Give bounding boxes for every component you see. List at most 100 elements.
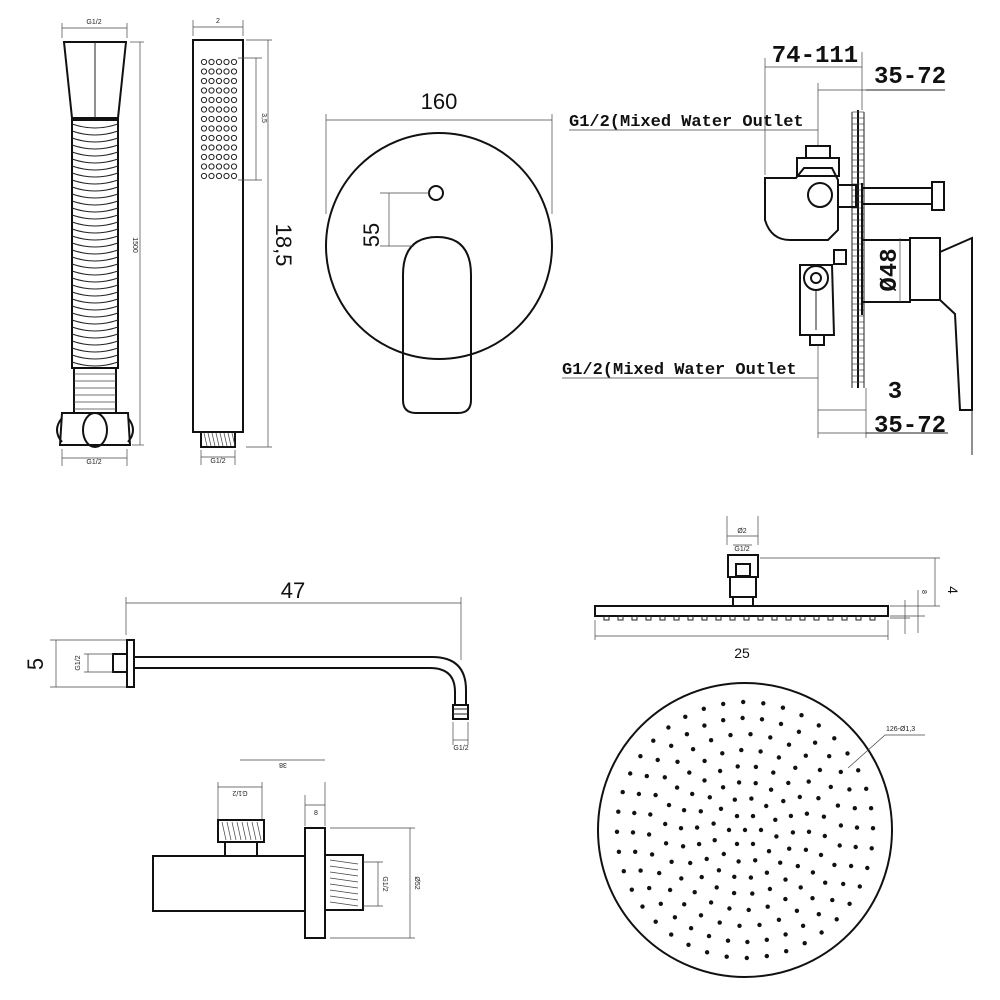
nozzle-dot [798, 885, 803, 890]
hose-coil [71, 242, 119, 248]
nozzle-dot [678, 826, 684, 831]
nozzle-dot [764, 937, 769, 942]
nozzle-dot [682, 902, 687, 907]
thread-line [241, 821, 247, 841]
nozzle-dot [847, 787, 852, 792]
shower-arm-drawing: 47 5 G1/2 G1/2 [23, 578, 469, 752]
nozzle-dot [727, 906, 732, 911]
valve-depth-range-label: 74-111 [772, 43, 858, 70]
nozzle-dot [644, 773, 649, 779]
nozzle-dot [721, 718, 726, 723]
hose-coil [71, 298, 119, 304]
thread-line [329, 871, 359, 877]
side-nozzle [785, 615, 792, 621]
nozzle-dot [620, 789, 625, 795]
nozzle-dot [717, 768, 723, 774]
hose-coil [71, 214, 119, 220]
nozzle-dot [711, 821, 716, 826]
side-nozzle [673, 615, 680, 621]
valve-bottom-outlet-label: G1/2(Mixed Water Outlet [562, 361, 797, 380]
hose-coil [71, 361, 119, 367]
thread-line [219, 432, 224, 447]
nozzle-dot [672, 915, 678, 920]
nozzle-dot [838, 769, 843, 775]
nozzle-dot [708, 900, 714, 905]
hose-coil [71, 326, 119, 332]
nozzle-dot [834, 917, 839, 922]
nozzle-dot [663, 821, 668, 827]
nozzle-dot [721, 851, 726, 857]
nozzle-dot [686, 942, 691, 947]
hand-shower-spray-height-label: 3,5 [260, 113, 267, 123]
nozzle-dot [750, 813, 756, 819]
hose-coil [71, 200, 119, 206]
nozzle-dot [869, 846, 874, 851]
hose-coil [71, 312, 119, 318]
nozzle-dot [667, 887, 673, 893]
hose-coil [71, 179, 119, 185]
hose-coil [71, 228, 119, 234]
hose-coil [71, 172, 119, 178]
nozzle-dot [764, 870, 770, 875]
spray-dot [215, 96, 223, 104]
spray-dot [208, 134, 215, 142]
nozzle-dot [796, 729, 802, 734]
nozzle-dot [764, 803, 769, 809]
hose-coil [71, 347, 119, 353]
nozzle-dot [653, 919, 658, 924]
spray-dot [208, 163, 215, 170]
nozzle-dot [774, 834, 779, 839]
thread-line [221, 821, 227, 841]
spray-dot [230, 115, 238, 123]
spray-dot [208, 58, 215, 66]
nozzle-dot [830, 897, 835, 903]
nozzle-dot [657, 870, 662, 876]
nozzle-dot [783, 932, 788, 937]
nozzle-dot [638, 754, 643, 759]
nozzle-dot [854, 825, 860, 830]
nozzle-dot [731, 890, 737, 896]
thread-line [203, 432, 208, 447]
thread-line [329, 883, 359, 889]
nozzle-dot [748, 875, 754, 880]
nozzle-dot [680, 844, 686, 849]
nozzle-dot [648, 812, 653, 817]
nozzle-dot [669, 743, 674, 748]
nozzle-dot [702, 723, 707, 728]
valve-plate-drawing: 160 55 [325, 89, 553, 414]
spray-dot [230, 87, 238, 94]
head-plate-label: 8 [920, 590, 927, 594]
nozzle-dot [708, 738, 714, 743]
nozzle-dot [758, 827, 764, 833]
spray-dot [230, 58, 238, 66]
nozzle-dot [786, 742, 792, 747]
nozzle-dot [735, 764, 740, 769]
nozzle-dot [628, 771, 633, 776]
nozzle-dot [852, 806, 857, 811]
side-nozzle [757, 615, 764, 621]
nozzle-dot [666, 725, 671, 730]
thread-line [231, 821, 237, 841]
spray-dot [215, 163, 223, 170]
nozzle-dot [847, 901, 852, 906]
nozzle-dot [741, 699, 746, 705]
head-nozzles-label: 126-Ø1,3 [886, 726, 915, 733]
spray-dot [230, 153, 238, 161]
spray-dot [215, 68, 223, 75]
hand-shower-length-label: 18,5 [271, 224, 296, 267]
hose-coil [71, 207, 119, 213]
thread-line [227, 432, 232, 447]
nozzle-dot [742, 827, 748, 833]
side-nozzle [659, 615, 666, 621]
nozzle-dot [734, 813, 740, 819]
spray-dot [230, 163, 238, 170]
hose-coil [71, 249, 119, 255]
nozzle-dot [658, 901, 663, 906]
hose-coil [71, 270, 119, 276]
elbow-offset-label: 38 [279, 761, 287, 768]
side-nozzle [687, 615, 694, 621]
spray-dot [215, 144, 223, 151]
nozzle-dot [714, 885, 719, 890]
nozzle-dot [868, 806, 874, 811]
spray-dot [208, 68, 215, 75]
